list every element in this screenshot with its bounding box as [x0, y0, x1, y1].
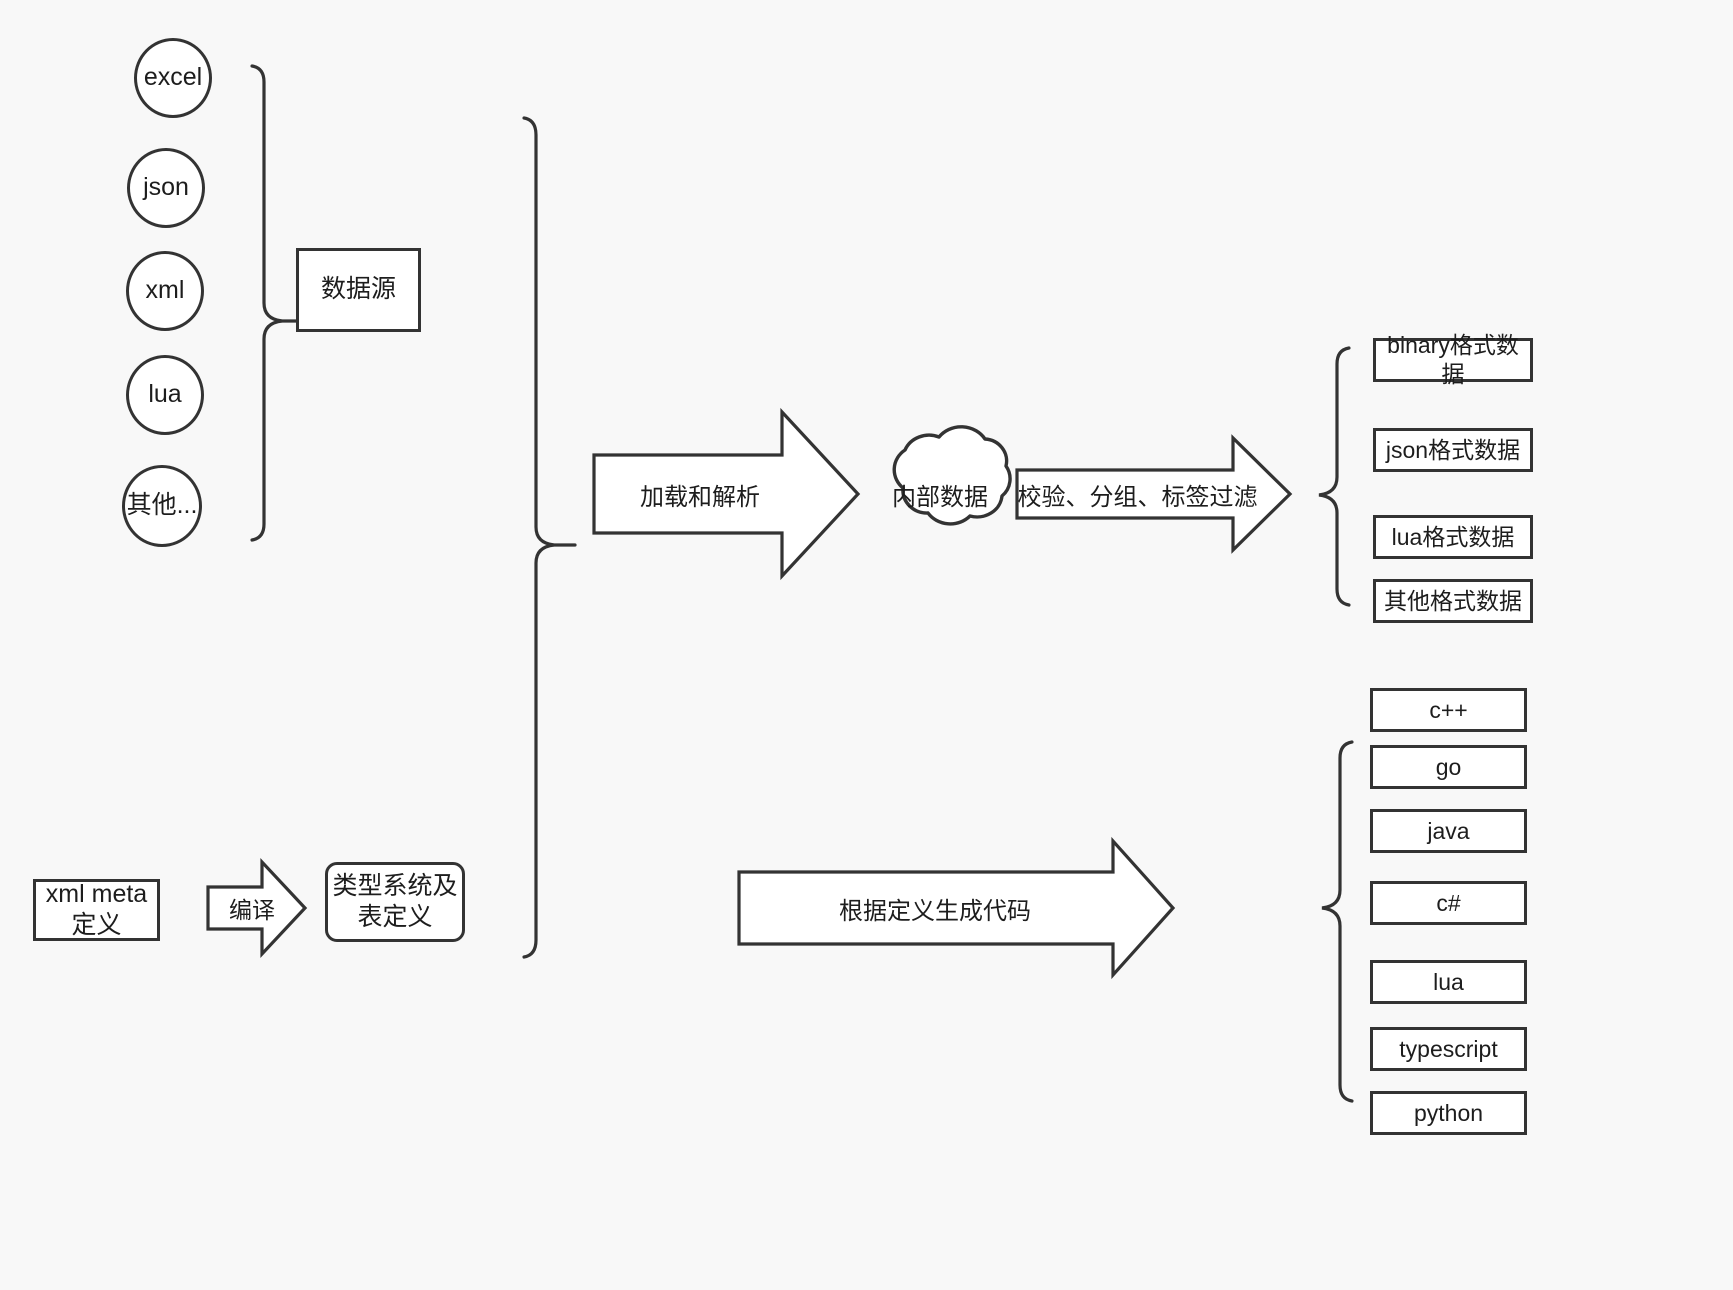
source-label: xml: [145, 276, 185, 305]
language-box-typescript[interactable]: typescript: [1370, 1027, 1527, 1071]
source-node-json[interactable]: json: [127, 148, 205, 228]
type-system-label: 类型系统及表定义: [332, 871, 458, 931]
language-label: java: [1427, 817, 1470, 844]
xml-meta-definition-box[interactable]: xml meta定义: [33, 879, 160, 941]
language-box-go[interactable]: go: [1370, 745, 1527, 789]
language-label: c#: [1436, 889, 1461, 916]
language-label: python: [1413, 1099, 1484, 1126]
language-box-csharp[interactable]: c#: [1370, 881, 1527, 925]
languages-brace: [1321, 740, 1354, 1103]
format-box-binary[interactable]: binary格式数据: [1373, 332, 1533, 387]
format-label: lua格式数据: [1391, 523, 1515, 550]
format-box-lua[interactable]: lua格式数据: [1373, 515, 1533, 559]
source-node-xml[interactable]: xml: [126, 251, 204, 331]
format-label: binary格式数据: [1387, 332, 1519, 387]
type-system-box[interactable]: 类型系统及表定义: [325, 862, 465, 942]
language-box-cpp[interactable]: c++: [1370, 688, 1527, 732]
source-label: json: [143, 173, 189, 202]
language-box-lua[interactable]: lua: [1370, 960, 1527, 1004]
compile-label: 编译: [229, 897, 275, 923]
source-node-other[interactable]: 其他...: [122, 465, 202, 547]
source-label: lua: [148, 380, 182, 409]
language-label: go: [1435, 753, 1462, 780]
language-label: c++: [1429, 696, 1468, 723]
language-box-python[interactable]: python: [1370, 1091, 1527, 1135]
load-and-parse-label: 加载和解析: [640, 483, 760, 511]
validate-group-filter-label: 校验、分组、标签过滤: [1017, 483, 1258, 511]
language-box-java[interactable]: java: [1370, 809, 1527, 853]
format-label: 其他格式数据: [1384, 587, 1522, 614]
generate-code-label: 根据定义生成代码: [839, 897, 1031, 925]
format-label: json格式数据: [1385, 436, 1521, 463]
main-brace: [522, 116, 555, 959]
formats-brace: [1318, 346, 1351, 607]
source-node-lua[interactable]: lua: [126, 355, 204, 435]
format-box-other[interactable]: 其他格式数据: [1373, 579, 1533, 623]
source-label: excel: [143, 63, 203, 92]
xml-meta-definition-label: xml meta定义: [45, 879, 148, 939]
format-box-json[interactable]: json格式数据: [1373, 428, 1533, 472]
source-node-excel[interactable]: excel: [134, 38, 212, 118]
language-label: typescript: [1399, 1035, 1498, 1062]
source-label: 其他...: [126, 491, 198, 520]
language-label: lua: [1433, 968, 1464, 995]
internal-data-label: 内部数据: [892, 483, 988, 511]
sources-brace: [250, 64, 283, 542]
data-source-box[interactable]: 数据源: [296, 248, 421, 332]
data-source-label: 数据源: [320, 275, 396, 304]
